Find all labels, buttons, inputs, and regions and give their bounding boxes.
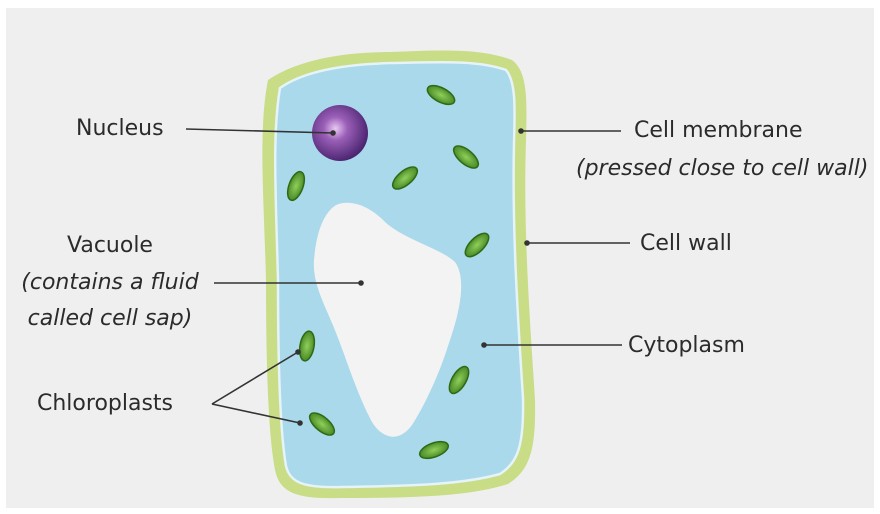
label-cytoplasm: Cytoplasm <box>628 333 745 359</box>
label-vacuole-note-1: (contains a fluid <box>10 270 210 296</box>
label-chloroplasts: Chloroplasts <box>37 391 173 417</box>
label-vacuole: Vacuole <box>10 233 210 259</box>
label-nucleus: Nucleus <box>76 116 164 142</box>
label-cell-wall: Cell wall <box>640 231 732 257</box>
label-cell-membrane-note: (pressed close to cell wall) <box>576 156 868 182</box>
label-vacuole-note-2: called cell sap) <box>10 306 210 332</box>
label-cell-membrane: Cell membrane <box>634 118 802 144</box>
